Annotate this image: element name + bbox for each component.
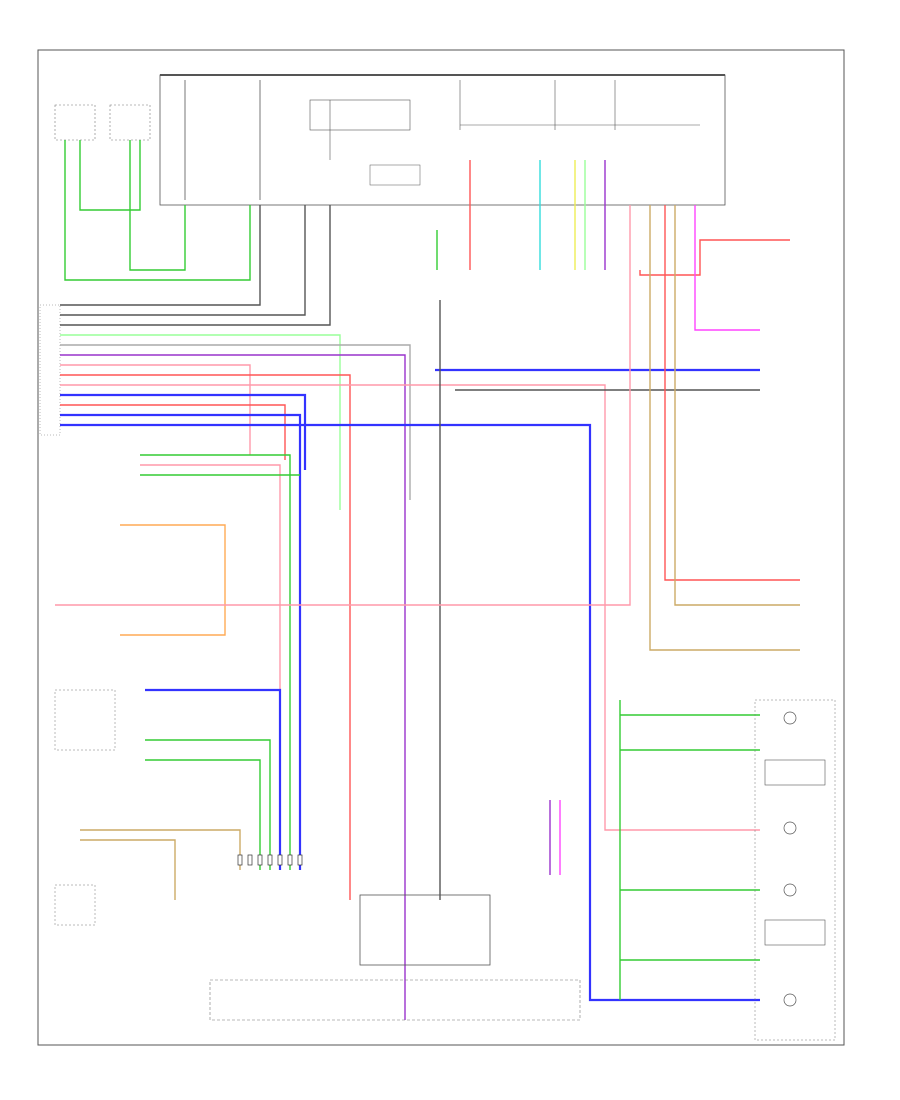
diagram-border [37, 49, 845, 1046]
wire-red-13 [60, 404, 286, 460]
wire-green-2 [129, 140, 186, 271]
bottom-left-switch-box [54, 884, 96, 926]
main-unit-internals [184, 80, 700, 200]
connector-pin-5 [287, 854, 293, 866]
connector-pin-1 [247, 854, 253, 866]
wire-green-1 [79, 140, 141, 211]
wire-blue-15 [60, 423, 760, 1002]
switch-box-left-2 [109, 104, 151, 141]
right-module-2 [764, 919, 826, 946]
bottom-center-module [359, 894, 491, 966]
wire-pink-20 [140, 464, 281, 870]
wire-red-26 [664, 205, 800, 581]
bottom-harness-box [209, 979, 581, 1021]
wire-black-4 [60, 205, 306, 316]
wire-light_green-6 [60, 334, 341, 510]
wire-gray-7 [60, 344, 411, 500]
main-control-unit-box [159, 74, 726, 206]
wire-black-5 [60, 205, 331, 326]
lamp-symbol-2 [783, 821, 797, 835]
connector-pin-3 [267, 854, 273, 866]
wire-green-0 [64, 140, 251, 281]
wire-blue-34 [145, 688, 282, 870]
switch-box-left-1 [54, 104, 96, 141]
wire-blue-14 [60, 413, 302, 870]
wire-green-35 [145, 739, 271, 870]
left-door-switch-group [54, 104, 151, 141]
wire-tan-27 [649, 205, 800, 651]
lamp-symbol-1 [783, 711, 797, 725]
wire-red-24 [639, 239, 790, 276]
connector-pin-2 [257, 854, 263, 866]
wire-magenta-25 [694, 205, 760, 331]
relay-block [309, 99, 411, 131]
lamp-symbol-3 [783, 883, 797, 897]
right-module-1 [764, 759, 826, 786]
wire-violet-8 [60, 354, 406, 1020]
left-connector-block [39, 304, 61, 436]
sub-block [369, 164, 421, 186]
wire-pink-9 [60, 364, 251, 455]
wire-black-3 [60, 205, 261, 306]
wire-green-19 [140, 454, 291, 870]
wire-tan-38 [80, 839, 176, 900]
wire-red-10 [60, 374, 351, 900]
wire-blue-12 [60, 393, 307, 470]
wire-tan-37 [80, 829, 241, 870]
wire-pink-11 [60, 384, 760, 831]
wire-green-36 [145, 759, 261, 870]
right-lamp-group [754, 699, 836, 1041]
wire-group [55, 140, 800, 1020]
wire-pink-23 [55, 205, 631, 606]
wire-orange-22 [120, 524, 226, 636]
wire-tan-28 [674, 205, 800, 606]
right-lamp-assembly-box [754, 699, 836, 1041]
connector-pin-4 [277, 854, 283, 866]
lamp-symbol-4 [783, 993, 797, 1007]
connector-pin-0 [237, 854, 243, 866]
left-mid-switch-box [54, 689, 116, 751]
connector-pin-6 [297, 854, 303, 866]
